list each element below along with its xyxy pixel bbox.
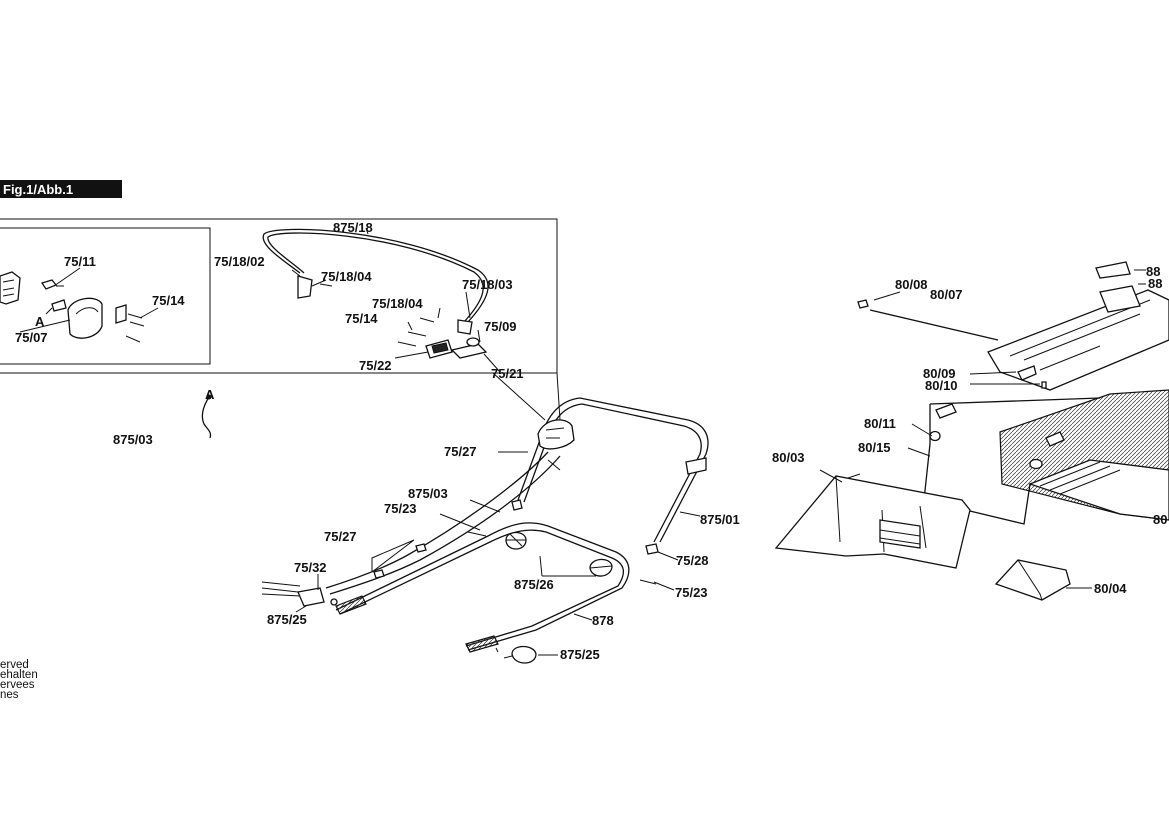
label-75-23: 75/23	[384, 501, 417, 516]
clips	[907, 365, 1065, 470]
upper-handle	[511, 397, 709, 555]
detail-inset-frame	[0, 218, 561, 421]
label-75-23: 75/23	[675, 585, 708, 600]
label-875-25: 875/25	[560, 647, 600, 662]
label-75-14: 75/14	[152, 293, 185, 308]
control-cables	[261, 451, 561, 607]
part-labels: 875/18 75/18/02 75/18/04 75/18/03 75/18/…	[15, 220, 1167, 662]
leader-lines	[295, 451, 701, 656]
rights-line-4: nes	[0, 689, 19, 701]
label-875-03: 875/03	[113, 432, 153, 447]
rights-notice: erved ehalten ervees nes	[0, 659, 38, 701]
rights-line-1: erved	[0, 659, 29, 671]
label-75-32: 75/32	[294, 560, 327, 575]
grass-catcher-frame	[987, 261, 1169, 391]
label-75-18-04: 75/18/04	[372, 296, 423, 311]
label-75-21: 75/21	[491, 366, 524, 381]
label-878: 878	[592, 613, 614, 628]
rod-80-07	[857, 291, 999, 341]
knobs	[330, 531, 613, 664]
figure-title-tab: Fig.1/Abb.1	[0, 180, 122, 198]
label-875-03: 875/03	[408, 486, 448, 501]
cable-875-03	[201, 394, 212, 439]
label-a: A	[205, 387, 215, 402]
label-75-22: 75/22	[359, 358, 392, 373]
label-875-18: 875/18	[333, 220, 373, 235]
label-80-07: 80/07	[930, 287, 963, 302]
cable-875-18-inset	[262, 227, 501, 373]
lower-handle	[335, 522, 657, 653]
label-80-15: 80/15	[858, 440, 891, 455]
grass-catcher-bag	[923, 389, 1169, 525]
label-75-07: 75/07	[15, 330, 48, 345]
label-875-01: 875/01	[700, 512, 740, 527]
label-80-11: 80/11	[864, 416, 896, 431]
label-80-04: 80/04	[1094, 581, 1127, 596]
flap-80-04	[994, 559, 1092, 601]
label-875-26: 875/26	[514, 577, 554, 592]
label-75-28: 75/28	[676, 553, 709, 568]
label-75-27: 75/27	[444, 444, 477, 459]
label-88: 88	[1148, 276, 1162, 291]
label-75-18-03: 75/18/03	[462, 277, 513, 292]
label-75-18-02: 75/18/02	[214, 254, 265, 269]
label-80-10: 80/10	[925, 378, 958, 393]
label-80-08: 80/08	[895, 277, 928, 292]
label-75-11: 75/11	[64, 254, 96, 269]
label-a: A	[35, 314, 45, 329]
rear-chute	[774, 469, 971, 569]
rights-line-3: ervees	[0, 679, 35, 691]
label-80-09: 80/09	[923, 366, 956, 381]
label-80: 80	[1153, 512, 1167, 527]
label-75-14: 75/14	[345, 311, 378, 326]
label-88: 88	[1146, 264, 1160, 279]
rights-line-2: ehalten	[0, 669, 38, 681]
switch-box-parts	[0, 267, 159, 343]
label-75-09: 75/09	[484, 319, 517, 334]
figure-title: Fig.1/Abb.1	[3, 182, 73, 197]
label-75-18-04: 75/18/04	[321, 269, 372, 284]
label-80-03: 80/03	[772, 450, 805, 465]
label-75-27: 75/27	[324, 529, 357, 544]
label-875-25: 875/25	[267, 612, 307, 627]
